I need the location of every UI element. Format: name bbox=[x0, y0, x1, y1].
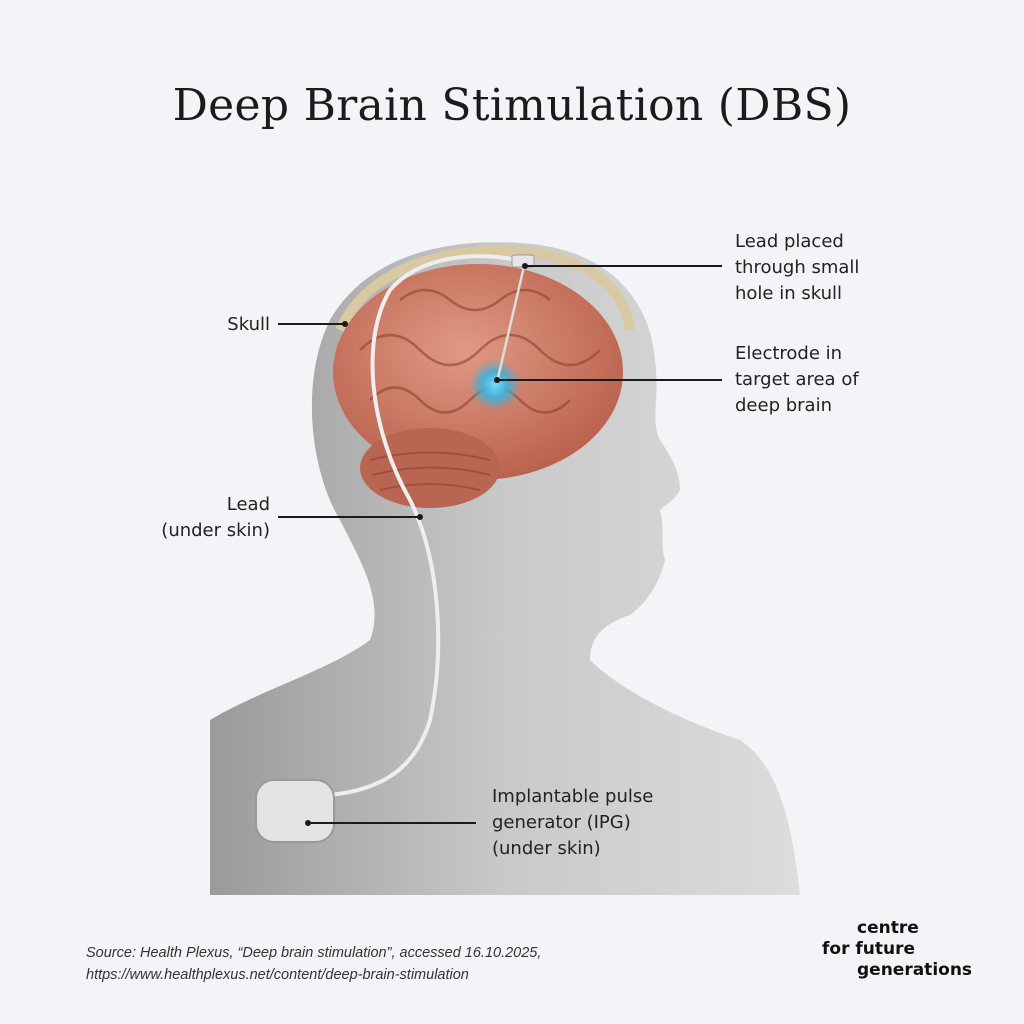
logo-line: generations bbox=[857, 960, 973, 980]
label-line: hole in skull bbox=[735, 283, 843, 304]
electrode-glow bbox=[469, 359, 521, 411]
label-line: Skull bbox=[227, 314, 270, 335]
label-line: through small bbox=[735, 257, 860, 278]
label-electrode: Electrode in target area of deep brain bbox=[735, 341, 859, 419]
label-lead-placed: Lead placed through small hole in skull bbox=[735, 229, 859, 307]
label-line: Electrode in bbox=[735, 343, 843, 364]
label-line: deep brain bbox=[735, 395, 832, 416]
logo-line: for future bbox=[822, 939, 916, 959]
label-line: target area of bbox=[735, 369, 859, 390]
source-line: Source: Health Plexus, “Deep brain stimu… bbox=[86, 945, 542, 961]
ipg-device bbox=[255, 779, 335, 843]
source-url: https://www.healthplexus.net/content/dee… bbox=[86, 967, 469, 983]
label-ipg: Implantable pulse generator (IPG) (under… bbox=[492, 784, 653, 862]
label-skull: Skull bbox=[170, 312, 270, 338]
label-line: Implantable pulse bbox=[492, 786, 654, 807]
logo-line: centre bbox=[857, 918, 919, 938]
page-title: Deep Brain Stimulation (DBS) bbox=[172, 80, 852, 131]
lead-wire bbox=[329, 254, 526, 797]
label-line: (under skin) bbox=[161, 520, 270, 541]
source-citation: Source: Health Plexus, “Deep brain stimu… bbox=[86, 942, 541, 986]
logo: centre for future generations bbox=[822, 918, 972, 981]
skull bbox=[335, 245, 635, 333]
label-lead: Lead (under skin) bbox=[120, 492, 270, 544]
label-line: Lead bbox=[226, 494, 270, 515]
label-line: (under skin) bbox=[492, 838, 601, 859]
label-line: Lead placed bbox=[735, 231, 844, 252]
label-line: generator (IPG) bbox=[492, 812, 631, 833]
